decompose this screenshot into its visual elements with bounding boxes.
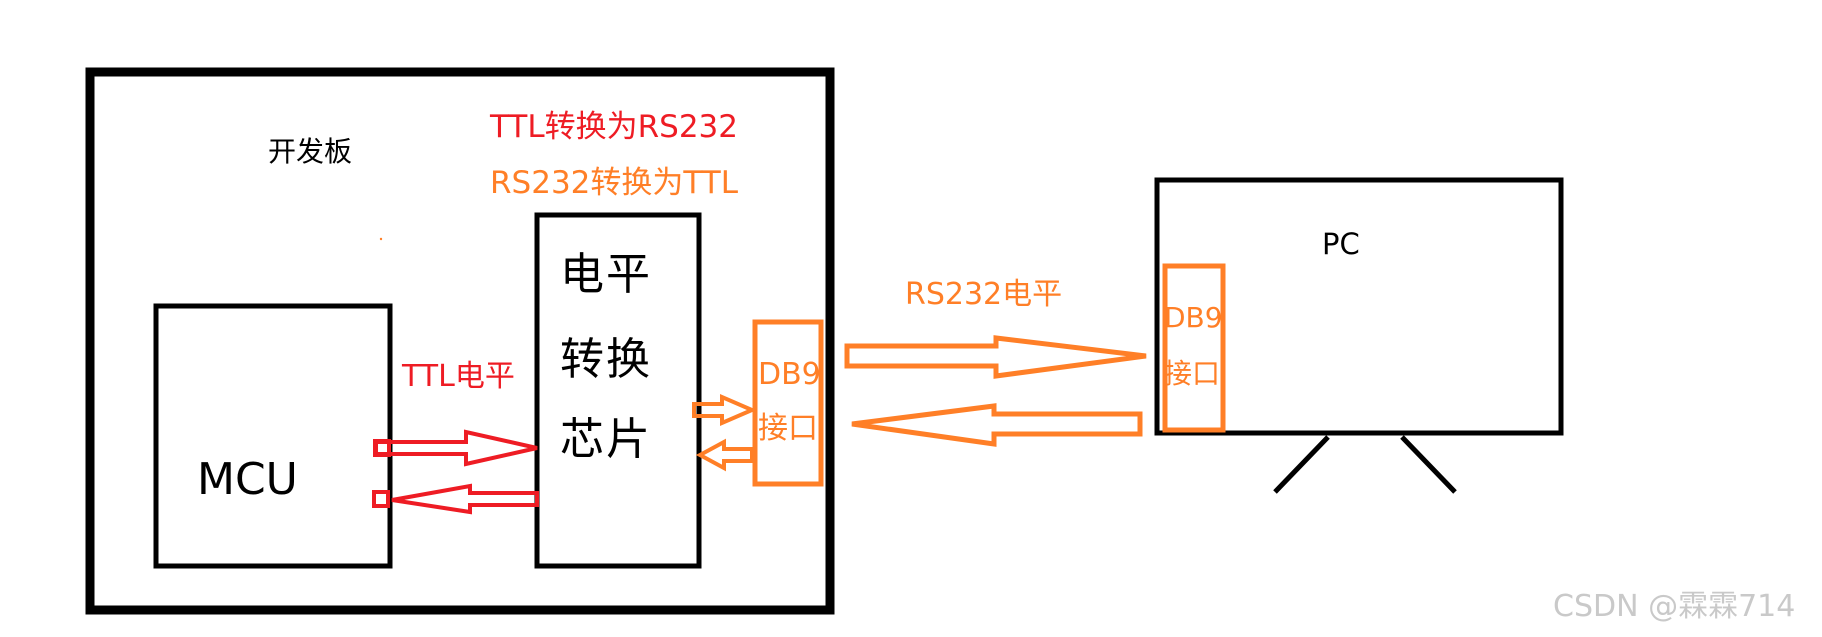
ttl-level-label: TTL电平 bbox=[402, 359, 515, 394]
rs232-level-label: RS232电平 bbox=[905, 277, 1063, 312]
pc-monitor-box bbox=[1154, 177, 1564, 436]
orange-arrow-pc-to-board bbox=[851, 403, 1143, 447]
pc-db9-label-line2: 接口 bbox=[1164, 357, 1221, 390]
orange-arrow-db9-to-chip bbox=[695, 438, 754, 472]
pc-label: PC bbox=[1322, 227, 1360, 261]
mcu-label: MCU bbox=[197, 454, 298, 505]
pc-db9-label-line1: DB9 bbox=[1164, 301, 1223, 334]
rs232-to-ttl-label: RS232转换为TTL bbox=[490, 165, 738, 201]
red-arrow-mcu-to-chip-tail bbox=[373, 439, 391, 457]
dev-board-label: 开发板 bbox=[268, 135, 353, 168]
ttl-to-rs232-label: TTL转换为RS232 bbox=[490, 109, 738, 145]
orange-arrow-chip-to-db9 bbox=[692, 393, 758, 427]
red-arrow-mcu-to-chip bbox=[374, 429, 538, 467]
pc-stand-right-leg bbox=[1400, 435, 1457, 494]
red-arrow-chip-to-mcu bbox=[391, 483, 539, 515]
dev-board-box bbox=[85, 67, 835, 615]
board-db9-port-box bbox=[752, 319, 824, 487]
board-db9-label-line1: DB9 bbox=[758, 357, 821, 392]
csdn-watermark: CSDN @霖霖714 bbox=[1553, 589, 1796, 624]
chip-label-line1: 电平 bbox=[560, 249, 652, 300]
board-db9-label-line2: 接口 bbox=[758, 411, 818, 446]
pc-db9-port-box bbox=[1162, 263, 1226, 433]
level-converter-chip-box bbox=[534, 212, 702, 569]
chip-label-line3: 芯片 bbox=[560, 414, 652, 465]
chip-label-line2: 转换 bbox=[560, 334, 652, 385]
pc-stand-left-leg bbox=[1273, 435, 1330, 494]
mcu-box bbox=[153, 303, 393, 569]
orange-arrow-board-to-pc bbox=[844, 335, 1147, 379]
stray-dot bbox=[379, 237, 383, 241]
red-arrow-chip-to-mcu-tail bbox=[372, 490, 390, 508]
